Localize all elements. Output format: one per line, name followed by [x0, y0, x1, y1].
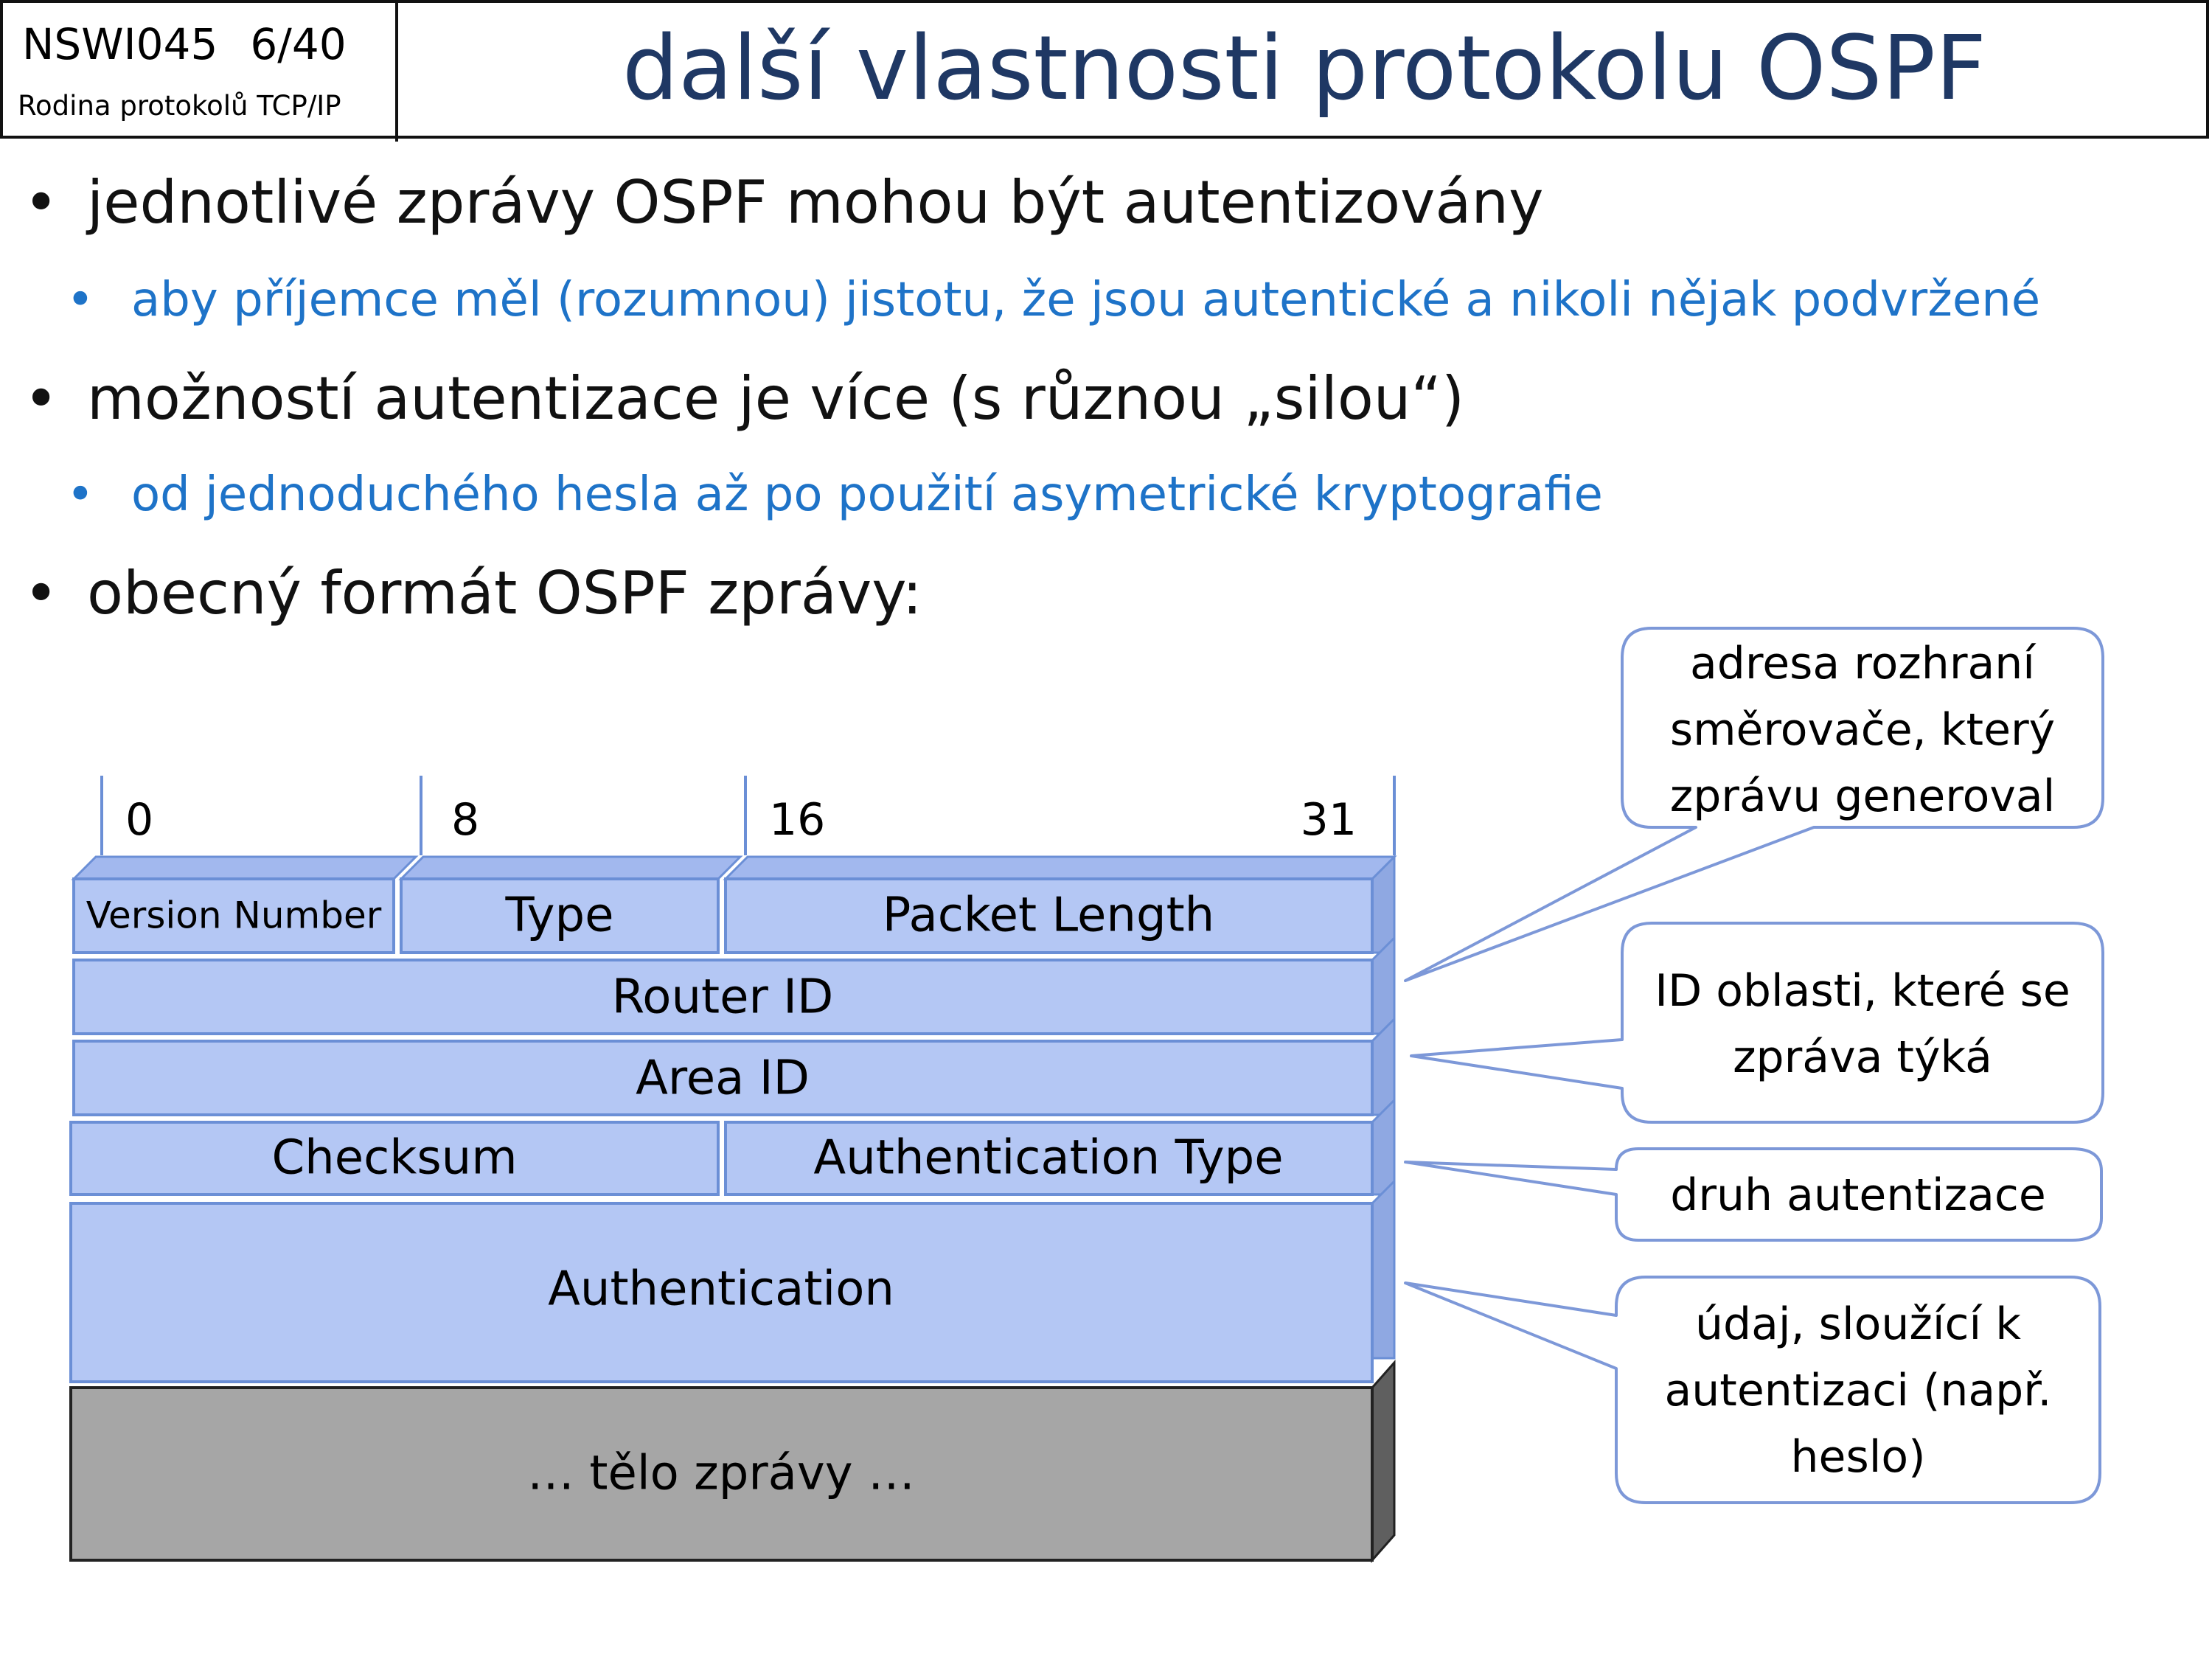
bullet-dot-icon: • [24, 559, 59, 627]
sub-bullet-item: • od jednoduchého hesla až po použití asy… [66, 467, 1603, 522]
bullet-text: možností autentizace je více (s různou „… [87, 364, 1465, 433]
bullet-item: • jednotlivé zprávy OSPF mohou být autent… [24, 168, 1544, 237]
label-packet-length: Packet Length [883, 888, 1214, 943]
field-authentication [69, 1202, 1374, 1383]
callout-area-id-line-1: ID oblasti, které se [1655, 965, 2070, 1017]
field-type [400, 877, 720, 954]
bullet-dot-icon: • [24, 168, 59, 237]
bit-label-31: 31 [1301, 794, 1357, 846]
diagram-top-face [71, 855, 1397, 880]
bit-ruler [100, 776, 1396, 855]
bullet-dot-icon: • [66, 273, 94, 327]
label-authentication-type: Authentication Type [813, 1131, 1283, 1186]
bullet-dot-icon: • [66, 467, 94, 522]
field-checksum [69, 1121, 720, 1196]
bullet-item: • možností autentizace je více (s různou … [24, 364, 1465, 433]
callout-authentication [1404, 1276, 2101, 1504]
callout-area-id-line-2: zpráva týká [1733, 1032, 1992, 1083]
course-name: Rodina protokolů TCP/IP [18, 90, 341, 122]
callout-router-id-line-2: směrovače, který [1670, 704, 2055, 756]
label-type: Type [505, 888, 614, 943]
label-version-number: Version Number [86, 894, 382, 937]
course-info-box: NSWI045 6/40 Rodina protokolů TCP/IP [3, 3, 398, 142]
callout-authentication-line-1: údaj, sloužící k [1695, 1298, 2021, 1350]
message-body-block [69, 1386, 1374, 1562]
callout-area-id [1410, 922, 2104, 1124]
header-frame: NSWI045 6/40 Rodina protokolů TCP/IP dalš… [0, 0, 2209, 142]
callout-auth-type-line-1: druh autentizace [1670, 1169, 2046, 1221]
label-area-id: Area ID [636, 1051, 810, 1106]
field-area-id [72, 1040, 1374, 1116]
bullet-text: jednotlivé zprávy OSPF mohou být autenti… [87, 168, 1544, 237]
callout-authentication-line-3: heslo) [1791, 1431, 1926, 1483]
callout-router-id-line-3: zprávu generoval [1670, 771, 2056, 822]
bullet-text: od jednoduchého hesla až po použití asym… [131, 467, 1603, 522]
field-authentication-type [724, 1121, 1374, 1196]
bullet-item: • obecný formát OSPF zprávy: [24, 559, 922, 627]
field-packet-length [724, 877, 1374, 954]
callout-auth-type [1404, 1147, 2103, 1242]
page-number: 6/40 [250, 19, 347, 69]
diagram-side-face [1371, 854, 1396, 1360]
label-authentication: Authentication [548, 1262, 894, 1317]
bit-label-0: 0 [125, 794, 153, 846]
course-line: NSWI045 6/40 [22, 19, 347, 69]
field-version-number [72, 877, 395, 954]
callout-router-id-line-1: adresa rozhraní [1690, 638, 2037, 689]
label-checksum: Checksum [271, 1131, 517, 1186]
bit-label-8: 8 [451, 794, 479, 846]
label-message-body: … tělo zprávy … [527, 1447, 915, 1501]
bullet-text: aby příjemce měl (rozumnou) jistotu, že … [131, 273, 2041, 327]
slide-title: další vlastnosti protokolu OSPF [622, 18, 1986, 120]
course-code: NSWI045 [22, 19, 218, 69]
field-router-id [72, 959, 1374, 1035]
callout-router-id [1404, 627, 2104, 982]
bullet-text: obecný formát OSPF zprávy: [87, 559, 922, 627]
body-side-face [1371, 1360, 1396, 1563]
bullet-dot-icon: • [24, 364, 59, 433]
bit-label-16: 16 [769, 794, 825, 846]
sub-bullet-item: • aby příjemce měl (rozumnou) jistotu, že… [66, 273, 2041, 327]
callout-authentication-line-2: autentizaci (např. [1665, 1365, 2052, 1416]
label-router-id: Router ID [612, 970, 834, 1025]
